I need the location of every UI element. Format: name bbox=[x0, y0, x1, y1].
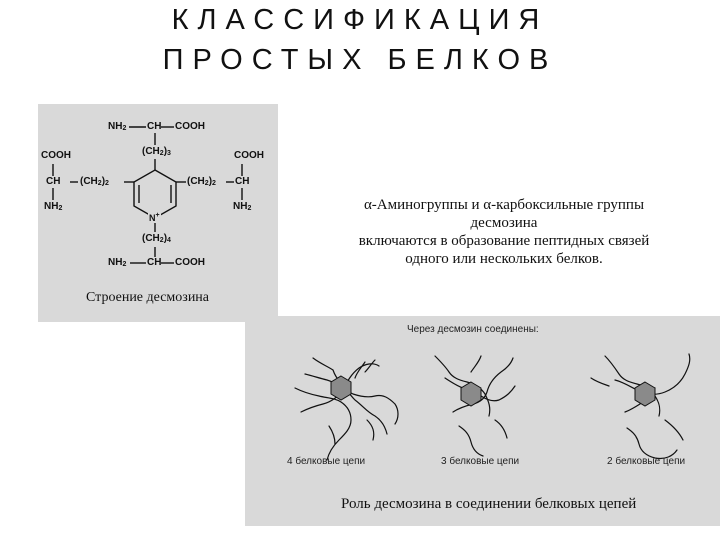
formula-right-ch2-2: (CH2)2 bbox=[187, 176, 216, 188]
hexagon-3 bbox=[634, 381, 656, 407]
slide-title-line2: ПРОСТЫХ БЕЛКОВ bbox=[162, 44, 558, 76]
formula-bottom-nh2: NH2 bbox=[108, 257, 127, 269]
formula-left-nh2: NH2 bbox=[44, 201, 63, 213]
structure-caption: Строение десмозина bbox=[86, 290, 210, 305]
formula-top-nh2: NH2 bbox=[108, 121, 127, 133]
formula-top-ch2-3: (CH2)3 bbox=[142, 146, 171, 158]
role-heading: Через десмозин соединены: bbox=[407, 324, 539, 335]
formula-right-nh2: NH2 bbox=[233, 201, 252, 213]
description-line-3: включаются в образование пептидных связе… bbox=[358, 233, 650, 249]
desmosine-role-panel: Через десмозин соединены: bbox=[245, 316, 720, 526]
label-two-chains: 2 белковые цепи bbox=[607, 456, 686, 467]
crosslink-diagrams bbox=[294, 353, 691, 461]
label-four-chains: 4 белковые цепи bbox=[287, 456, 366, 467]
formula-bottom-ch: CH bbox=[147, 257, 162, 268]
role-caption: Роль десмозина в соединении белковых цеп… bbox=[341, 496, 637, 512]
description-text: α-Аминогруппы и α-карбоксильные группы д… bbox=[312, 196, 696, 268]
formula-right-ch: CH bbox=[235, 176, 250, 187]
formula-left-cooh: COOH bbox=[41, 150, 71, 161]
formula-top-cooh: COOH bbox=[175, 121, 205, 132]
formula-left-ch2-2: (CH2)2 bbox=[80, 176, 109, 188]
desmosine-structure-panel: NH2 CH COOH (CH2)3 COOH CH (CH2)2 NH2 CO… bbox=[38, 104, 278, 322]
description-line-2: десмозина bbox=[470, 215, 538, 231]
four-chain-diagram bbox=[294, 357, 399, 461]
hexagon-2 bbox=[460, 381, 482, 407]
formula-ring-nitrogen: N+ bbox=[148, 212, 161, 223]
three-chain-diagram bbox=[434, 355, 516, 457]
formula-bottom-cooh: COOH bbox=[175, 257, 205, 268]
formula-left-ch: CH bbox=[46, 176, 61, 187]
formula-bottom-ch2-4: (CH2)4 bbox=[142, 233, 171, 245]
description-line-4: одного или нескольких белков. bbox=[405, 251, 603, 267]
formula-top-ch: CH bbox=[147, 121, 162, 132]
slide-title-line1: КЛАССИФИКАЦИЯ bbox=[171, 4, 549, 36]
formula-right-cooh: COOH bbox=[234, 150, 264, 161]
description-line-1: α-Аминогруппы и α-карбоксильные группы bbox=[363, 197, 645, 213]
label-three-chains: 3 белковые цепи bbox=[441, 456, 520, 467]
hexagon-1 bbox=[330, 375, 352, 401]
two-chain-diagram bbox=[590, 353, 691, 460]
